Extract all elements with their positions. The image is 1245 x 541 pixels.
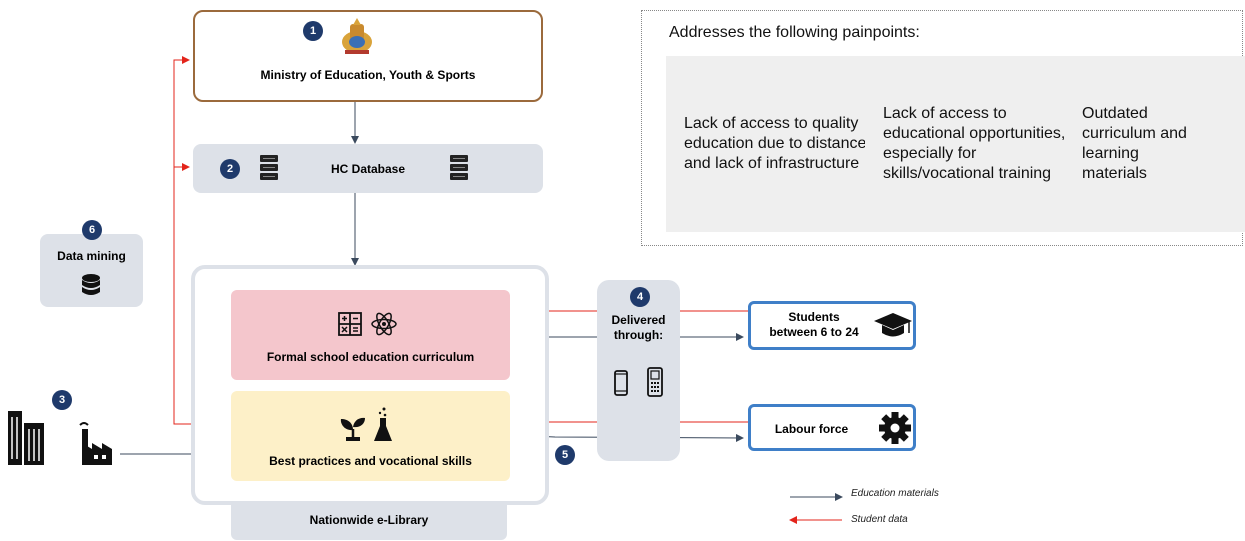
graduation-cap-icon bbox=[874, 313, 912, 337]
labour-label: Labour force bbox=[774, 422, 849, 436]
students-box: Students between 6 to 24 bbox=[748, 301, 916, 350]
badge-5: 5 bbox=[555, 445, 575, 465]
ministry-label: Ministry of Education, Youth & Sports bbox=[260, 68, 476, 82]
painpoint-card: Outdated curriculum and learning materia… bbox=[1064, 56, 1245, 232]
gear-icon bbox=[879, 412, 911, 444]
legend-education-label: Education materials bbox=[851, 488, 939, 499]
server-icon bbox=[450, 155, 468, 180]
painpoint-text: Outdated curriculum and learning materia… bbox=[1082, 105, 1187, 182]
data-mining-label: Data mining bbox=[57, 249, 126, 263]
best-practices-label: Best practices and vocational skills bbox=[269, 454, 472, 468]
feature-phone-icon bbox=[647, 367, 663, 397]
ministry-box: 1 Ministry of Education, Youth & Sports bbox=[193, 10, 543, 102]
smartphone-icon bbox=[614, 370, 628, 396]
delivery-label-line2: through: bbox=[613, 328, 664, 342]
factory-icon bbox=[79, 422, 112, 465]
database-icon bbox=[82, 274, 100, 295]
badge-2: 2 bbox=[220, 159, 240, 179]
calculator-icon bbox=[338, 312, 362, 336]
data-mining-box: 6 Data mining bbox=[40, 220, 143, 307]
badge-1: 1 bbox=[303, 21, 323, 41]
labour-box: Labour force bbox=[748, 404, 916, 451]
painpoint-card: Lack of access to quality education due … bbox=[666, 56, 891, 232]
plant-icon bbox=[340, 417, 365, 441]
delivery-box: 4 Delivered through: bbox=[597, 280, 680, 461]
formal-curriculum-box: Formal school education curriculum bbox=[231, 290, 510, 380]
painpoint-card: Lack of access to educational opportunit… bbox=[865, 56, 1090, 232]
badge-3: 3 bbox=[52, 390, 72, 410]
server-icon bbox=[260, 155, 278, 180]
database-label: HC Database bbox=[330, 162, 406, 176]
legend-student-label: Student data bbox=[851, 514, 908, 525]
students-label-line1: Students bbox=[788, 310, 840, 324]
badge-6: 6 bbox=[82, 220, 102, 240]
atom-icon bbox=[371, 312, 397, 336]
formal-curriculum-label: Formal school education curriculum bbox=[266, 350, 475, 364]
database-box: 2 HC Database bbox=[193, 144, 543, 193]
building-icon bbox=[8, 411, 44, 465]
flask-icon bbox=[374, 407, 392, 441]
painpoint-text: Lack of access to educational opportunit… bbox=[883, 105, 1066, 182]
emblem-icon bbox=[342, 18, 372, 54]
painpoint-text: Lack of access to quality education due … bbox=[684, 115, 867, 172]
badge-4: 4 bbox=[630, 287, 650, 307]
best-practices-box: Best practices and vocational skills bbox=[231, 391, 510, 481]
painpoints-title: Addresses the following painpoints: bbox=[669, 24, 920, 41]
students-label-line2: between 6 to 24 bbox=[769, 325, 859, 339]
delivery-label-line1: Delivered bbox=[611, 313, 666, 327]
elibrary-label: Nationwide e-Library bbox=[309, 513, 429, 527]
